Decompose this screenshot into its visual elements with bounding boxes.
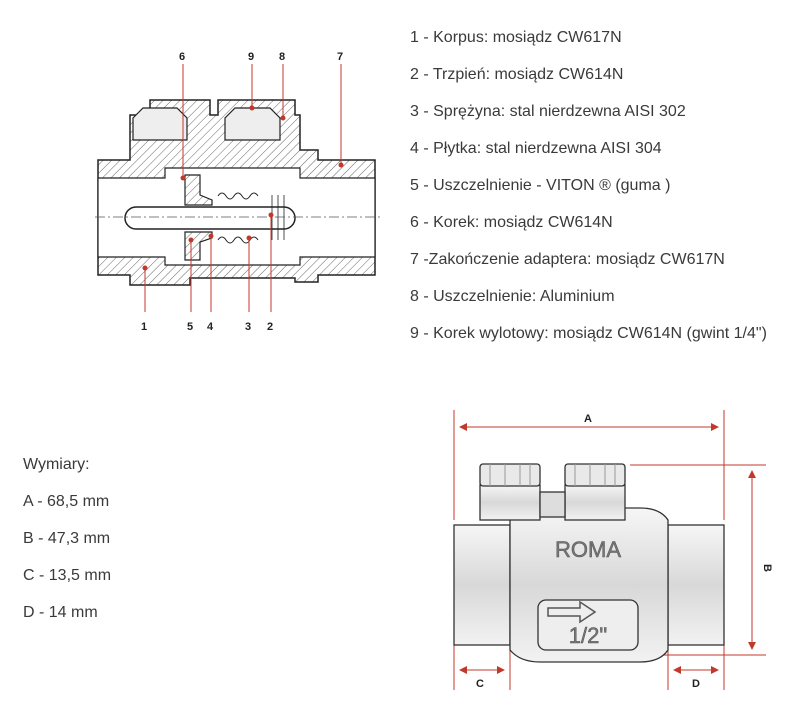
cross-section-drawing: 6 9 8 7 1 5 4 3 2: [95, 51, 380, 333]
callout-4: 4: [207, 321, 214, 333]
dimensions-list: Wymiary: A - 68,5 mm B - 47,3 mm C - 13,…: [23, 455, 223, 640]
dim-label-c: C: [476, 678, 484, 690]
callout-3: 3: [245, 321, 251, 333]
dimension-item: C - 13,5 mm: [23, 567, 112, 584]
callout-6: 6: [179, 51, 185, 63]
dim-label-d: D: [692, 678, 700, 690]
part-item: 2 - Trzpień: mosiądz CW614N: [410, 66, 624, 83]
part-item: 5 - Uszczelnienie - VITON ® (guma ): [410, 177, 671, 194]
part-item: 4 - Płytka: stal nierdzewna AISI 304: [410, 140, 662, 157]
part-item: 6 - Korek: mosiądz CW614N: [410, 214, 613, 231]
brand-label: ROMA: [555, 537, 621, 562]
callout-9: 9: [248, 51, 254, 63]
callout-2: 2: [267, 321, 273, 333]
part-item: 8 - Uszczelnienie: Aluminium: [410, 288, 615, 305]
dim-label-b: B: [761, 564, 773, 572]
parts-list: 1 - Korpus: mosiądz CW617N 2 - Trzpień: …: [410, 28, 795, 361]
callout-1: 1: [141, 321, 147, 333]
callout-5: 5: [187, 321, 193, 333]
dimension-item: B - 47,3 mm: [23, 530, 111, 547]
dimension-item: D - 14 mm: [23, 604, 98, 621]
part-item: 3 - Sprężyna: stal nierdzewna AISI 302: [410, 103, 686, 120]
part-item: 1 - Korpus: mosiądz CW617N: [410, 29, 622, 46]
part-item: 7 -Zakończenie adaptera: mosiądz CW617N: [410, 251, 725, 268]
dimension-item: A - 68,5 mm: [23, 493, 110, 510]
callout-8: 8: [279, 51, 285, 63]
dim-label-a: A: [584, 413, 592, 425]
part-item: 9 - Korek wylotowy: mosiądz CW614N (gwin…: [410, 325, 767, 342]
size-label: 1/2": [569, 623, 607, 648]
dimensions-title: Wymiary:: [23, 456, 90, 473]
exterior-drawing: ROMA 1/2" A B C D: [453, 410, 773, 690]
callout-7: 7: [337, 51, 343, 63]
